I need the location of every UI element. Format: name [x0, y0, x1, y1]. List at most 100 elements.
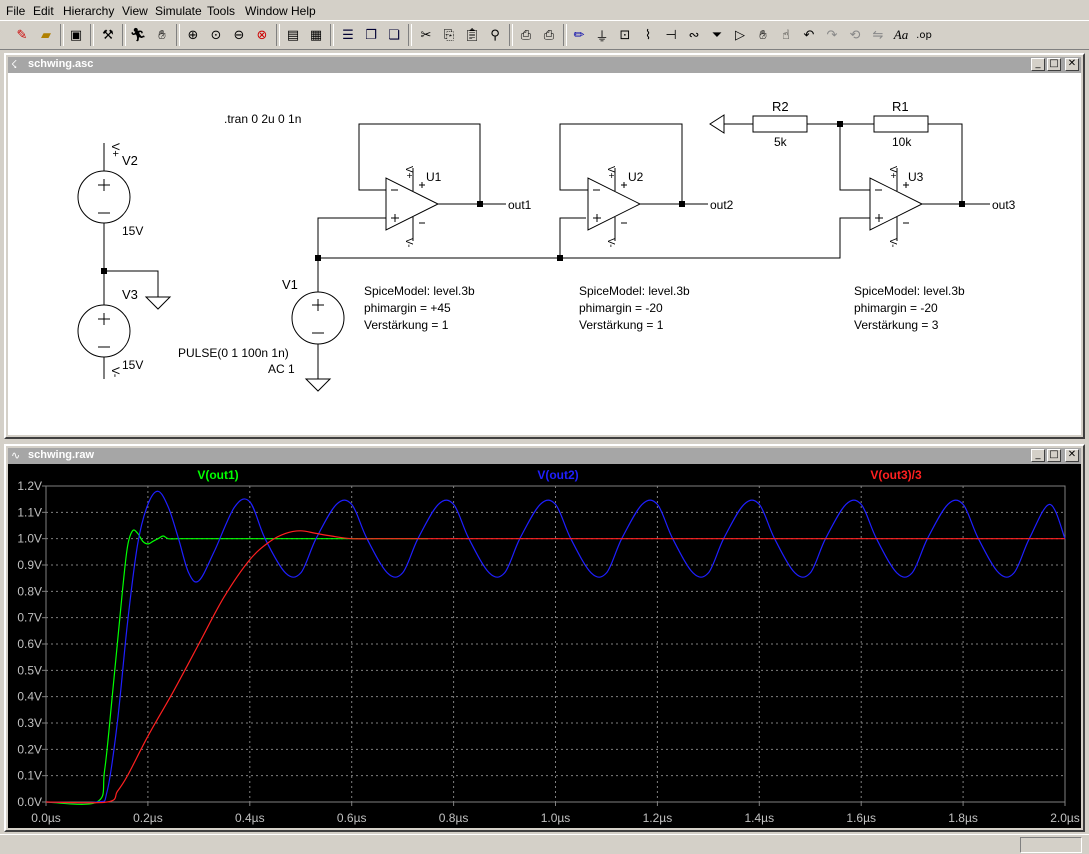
zoom-cancel-icon[interactable]: ⊗ — [256, 27, 268, 43]
inductor-icon[interactable]: ∾ — [688, 27, 700, 43]
cascade-icon[interactable]: ❐ — [365, 27, 377, 43]
autorange-icon[interactable]: ▤ — [286, 27, 300, 43]
mirror-icon[interactable]: ⇋ — [872, 27, 884, 43]
menu-view[interactable]: View — [122, 4, 148, 18]
undo-icon[interactable]: ↶ — [803, 27, 815, 43]
text-icon[interactable]: Aa — [893, 27, 909, 42]
menu-help[interactable]: Help — [291, 4, 316, 18]
x-tick-label: 0.2µs — [133, 811, 163, 825]
zoom-in-icon[interactable]: ⊕ — [187, 27, 199, 43]
schematic-window-icon: ☇ — [11, 59, 18, 71]
trace-vout1 — [45, 529, 429, 805]
annotation-1-phimargin[interactable]: phimargin = +45 — [364, 301, 451, 315]
legend-vout33: V(out3)/3 — [870, 468, 922, 482]
maximize-button[interactable]: □ — [1047, 58, 1061, 71]
menu-tools[interactable]: Tools — [207, 4, 236, 18]
rotate-icon[interactable]: ⟲ — [849, 27, 861, 43]
annotation-1-model[interactable]: SpiceModel: level.3b — [364, 284, 475, 298]
menu-hierarchy[interactable]: Hierarchy — [63, 4, 115, 18]
copy-icon[interactable]: ⎘ — [443, 27, 455, 43]
opamp-u2[interactable] — [559, 123, 708, 241]
minimize-button[interactable]: _ — [1031, 58, 1045, 71]
waveform-plot[interactable]: 0.0V0.1V0.2V0.3V0.4V0.5V0.6V0.7V0.8V0.9V… — [8, 464, 1081, 828]
legend-vout1: V(out1) — [197, 468, 238, 482]
paste-icon[interactable]: 📋︎ — [463, 27, 481, 43]
x-tick-label: 1.2µs — [643, 811, 673, 825]
annotation-3-gain[interactable]: Verstärkung = 3 — [854, 318, 939, 332]
print-setup-icon[interactable]: ⎙ — [520, 27, 532, 43]
schematic-title: schwing.asc — [28, 58, 94, 70]
wire-icon[interactable]: ✏ — [573, 27, 585, 43]
close-button[interactable]: ✕ — [1065, 449, 1079, 462]
schematic-canvas[interactable]: .tran 0 2u 0 1n V+ V2 15V V- V3 15V — [8, 73, 1081, 435]
move-icon[interactable]: ✋︎ — [759, 27, 767, 43]
annotation-3-model[interactable]: SpiceModel: level.3b — [854, 284, 965, 298]
junction-dot — [679, 201, 685, 207]
u1-name: U1 — [426, 170, 442, 184]
resistor-icon[interactable]: ⌇ — [644, 27, 652, 43]
x-tick-label: 2.0µs — [1050, 811, 1080, 825]
close-all-icon[interactable]: ❏ — [388, 27, 400, 43]
y-tick-label: 1.1V — [17, 505, 42, 519]
menu-file[interactable]: File — [6, 4, 26, 18]
new-schematic-icon[interactable]: ✎ — [16, 27, 28, 43]
opamp-u1[interactable] — [358, 123, 506, 241]
voltage-source-v1[interactable] — [291, 258, 345, 392]
capacitor-icon[interactable]: ⊣ — [665, 27, 677, 43]
menu-window[interactable]: Window — [245, 4, 288, 18]
resistor-r1[interactable] — [873, 115, 929, 133]
input-net-wire[interactable] — [317, 217, 870, 259]
tile-horizontal-icon[interactable]: ☰ — [342, 27, 354, 43]
r2-value: 5k — [774, 135, 788, 149]
annotation-2-gain[interactable]: Verstärkung = 1 — [579, 318, 664, 332]
save-icon[interactable]: ▣ — [69, 27, 83, 43]
ground-icon[interactable]: ⏚ — [595, 29, 609, 45]
voltage-source-v2[interactable] — [77, 143, 131, 271]
annotation-3-phimargin[interactable]: phimargin = -20 — [854, 301, 938, 315]
redo-icon[interactable]: ↷ — [826, 27, 838, 43]
toolbar-separator — [330, 24, 334, 46]
control-panel-icon[interactable]: ⚒ — [102, 27, 114, 43]
u1-vplus: V+ — [403, 166, 414, 179]
label-icon[interactable]: ⊡ — [619, 27, 631, 43]
open-icon[interactable]: ▰ — [41, 27, 51, 43]
run-icon[interactable]: 🏃︎ — [129, 27, 147, 43]
resistor-r2[interactable] — [709, 114, 840, 134]
ground-symbol[interactable] — [104, 270, 172, 310]
opamp-u3[interactable] — [839, 123, 990, 241]
toolbar-separator — [509, 24, 513, 46]
y-tick-label: 0.8V — [17, 584, 42, 598]
cut-icon[interactable]: ✂ — [420, 27, 432, 43]
net-out1[interactable]: out1 — [508, 198, 532, 212]
menu-edit[interactable]: Edit — [33, 4, 54, 18]
net-out3[interactable]: out3 — [992, 198, 1016, 212]
y-tick-label: 0.2V — [17, 742, 42, 756]
component-icon[interactable]: ▷ — [735, 27, 745, 43]
spice-directive[interactable]: .tran 0 2u 0 1n — [224, 112, 301, 126]
drag-icon[interactable]: ☝︎ — [782, 27, 790, 43]
u2-vminus: V- — [605, 238, 616, 247]
fit-icon[interactable]: ▦ — [309, 27, 323, 43]
minimize-button[interactable]: _ — [1031, 449, 1045, 462]
annotation-1-gain[interactable]: Verstärkung = 1 — [364, 318, 449, 332]
halt-icon[interactable]: ✋︎ — [158, 27, 166, 43]
annotation-2-phimargin[interactable]: phimargin = -20 — [579, 301, 663, 315]
toolbar: ✎ ▰ ▣ ⚒ 🏃︎ ✋︎ ⊕ ⊙ ⊖ ⊗ ▤ ▦ ☰ ❐ ❏ ✂ ⎘ 📋︎ ⚲… — [0, 20, 1089, 50]
print-icon[interactable]: ⎙ — [543, 27, 555, 43]
annotation-2-model[interactable]: SpiceModel: level.3b — [579, 284, 690, 298]
net-out2[interactable]: out2 — [710, 198, 734, 212]
schematic-window: ☇ schwing.asc _ □ ✕ .tran 0 2u 0 1n V+ V… — [4, 53, 1085, 439]
diode-icon[interactable]: ⏷ — [711, 27, 723, 43]
zoom-rubber-band-icon[interactable]: ⊙ — [210, 27, 222, 43]
close-button[interactable]: ✕ — [1065, 58, 1079, 71]
zoom-out-icon[interactable]: ⊖ — [233, 27, 245, 43]
find-icon[interactable]: ⚲ — [490, 27, 500, 43]
y-tick-label: 0.1V — [17, 769, 42, 783]
menu-simulate[interactable]: Simulate — [155, 4, 202, 18]
voltage-source-v3[interactable] — [77, 271, 131, 379]
x-tick-label: 0.6µs — [337, 811, 367, 825]
maximize-button[interactable]: □ — [1047, 449, 1061, 462]
v2-value: 15V — [122, 224, 143, 238]
spice-directive-icon[interactable]: .op — [916, 29, 932, 41]
